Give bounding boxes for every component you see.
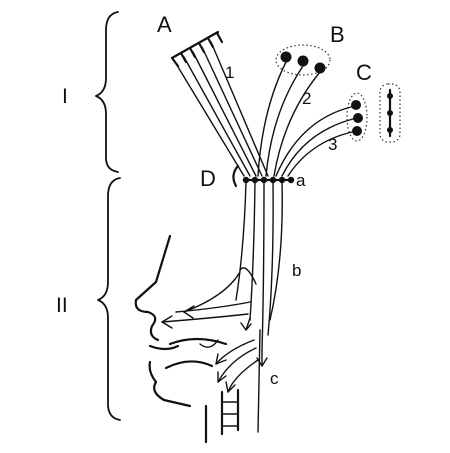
- label-c: c: [270, 369, 279, 388]
- label-3: 3: [328, 135, 337, 154]
- motor-branches: [161, 267, 268, 393]
- label-A: A: [157, 12, 172, 37]
- label-1: 1: [225, 63, 234, 82]
- label-b: b: [292, 261, 301, 280]
- tract-2: [257, 61, 321, 177]
- oral-cavity: [164, 337, 228, 370]
- structure-B: [275, 44, 331, 76]
- label-a: a: [296, 171, 306, 190]
- structure-C: [346, 83, 401, 143]
- brace-I: [95, 11, 119, 173]
- brace-II: [97, 177, 121, 421]
- face-profile: [134, 234, 240, 444]
- label-D: D: [200, 166, 216, 191]
- label-B: B: [330, 22, 345, 47]
- label-2: 2: [302, 89, 311, 108]
- label-I: I: [62, 85, 68, 108]
- structure-D: [232, 164, 295, 188]
- label-C: C: [356, 60, 372, 85]
- tract-1: [174, 41, 269, 177]
- descending-bundle: [235, 181, 283, 433]
- label-II: II: [56, 294, 68, 317]
- tract-3: [275, 106, 354, 177]
